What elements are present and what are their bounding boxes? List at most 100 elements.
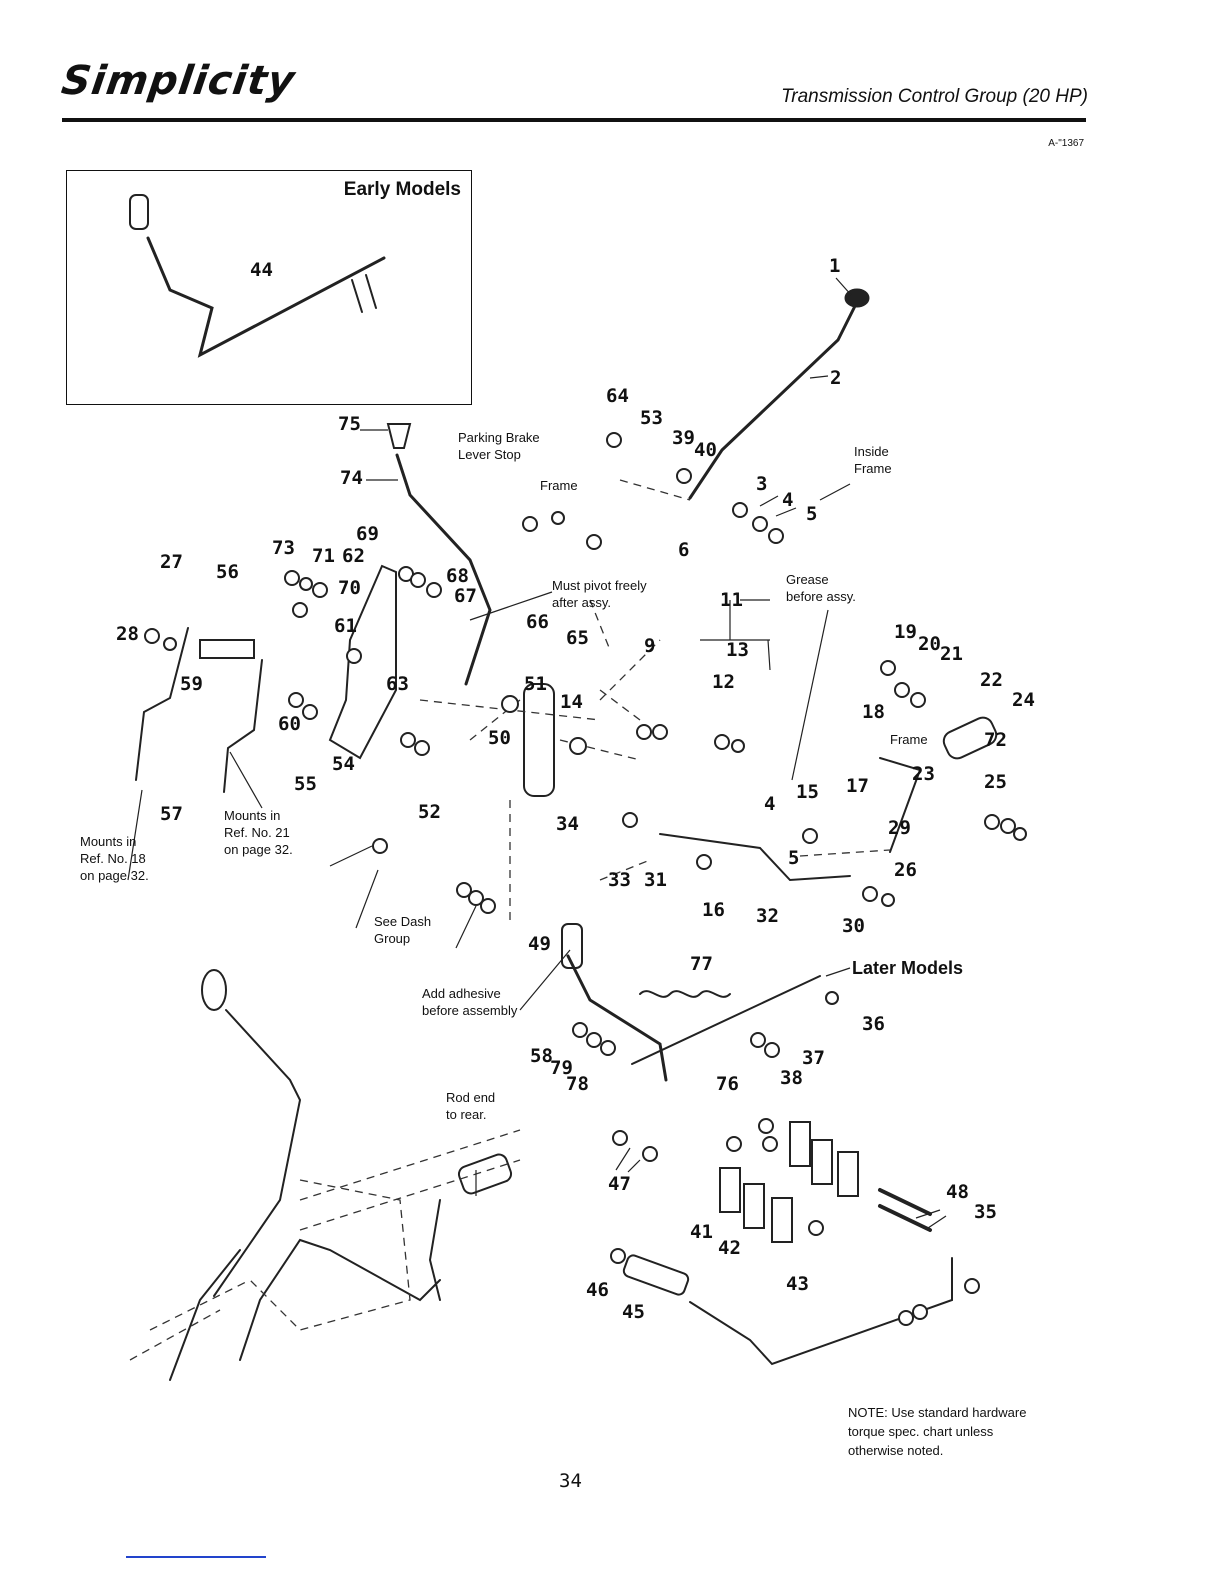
ref-label: 39 [672,427,695,449]
assembly-knob [201,969,227,1011]
ref-label: 30 [842,915,865,937]
ref-label: 17 [846,775,869,797]
pedal-35 [689,1257,953,1366]
ref-label: 4 [782,489,793,511]
ref-label: 74 [340,467,363,489]
ref-label: 58 [530,1045,553,1067]
ref-label: 1 [829,255,840,277]
ref-label: 47 [608,1173,631,1195]
ref-label: 5 [806,503,817,525]
figure-id: A-"1367 [1048,138,1084,149]
later-models-label: Later Models [852,958,964,978]
ref-label: 61 [334,615,357,637]
ref-label: 72 [984,729,1007,751]
page-title: Transmission Control Group (20 HP) [781,86,1088,107]
knob-75 [386,423,412,449]
ref-label: 24 [1012,689,1035,711]
ref-label: 26 [894,859,917,881]
ref-label: 25 [984,771,1007,793]
ref-label: 4 [764,793,775,815]
ref-label: 33 [608,869,631,891]
ref-label: 64 [606,385,629,407]
ref-label: 12 [712,671,735,693]
plate-50 [523,683,555,797]
frame-callout: Frame [540,478,578,493]
ref-label: 50 [488,727,511,749]
ref-label: 68 [446,565,469,587]
ref-label: 43 [786,1273,809,1295]
early-lever-knob [129,194,149,230]
see-dash-callout: See Dash Group [374,914,432,946]
ref-label: 55 [294,773,317,795]
ref-label: 31 [644,869,667,891]
ref-label: 41 [690,1221,713,1243]
damper-24 [942,716,998,760]
adhesive-callout: Add adhesive before assembly [422,986,518,1018]
ref-label: 20 [918,633,941,655]
torque-note: NOTE: Use standard hardware torque spec.… [848,1405,1027,1458]
ref-label: 75 [338,413,361,435]
ref-label: 52 [418,801,441,823]
ref-label: 5 [788,847,799,869]
ref-label: 46 [586,1279,609,1301]
ref-label: 57 [160,803,183,825]
ref-label: 51 [524,673,547,695]
ref-label: 36 [862,1013,885,1035]
ref-label: 63 [386,673,409,695]
ref-label: 23 [912,763,935,785]
parking-brake-callout: Parking Brake Lever Stop [458,430,540,462]
ref-label: 62 [342,545,365,567]
ref-label: 19 [894,621,917,643]
ref-label: 15 [796,781,819,803]
ref-label: 73 [272,537,295,559]
ref-label: 37 [802,1047,825,1069]
ref-label: 18 [862,701,885,723]
ref-label: 16 [702,899,725,921]
ref-label: 13 [726,639,749,661]
ref-label: 67 [454,585,477,607]
ref-label: 54 [332,753,355,775]
ref-label: 27 [160,551,183,573]
ref-label: 38 [780,1067,803,1089]
ref-label: 22 [980,669,1003,691]
ref-label: 2 [830,367,841,389]
grease-callout: Grease before assy. [786,572,856,604]
ref-label: 79 [550,1057,573,1079]
header-rule [62,118,1086,122]
ref-label: 53 [640,407,663,429]
frame-callout: Frame [890,732,928,747]
ref-label: 70 [338,577,361,599]
ref-label: 48 [946,1181,969,1203]
ref-label: 34 [556,813,579,835]
plate-59 [199,639,255,659]
footer-link-underline[interactable] [126,1556,266,1558]
inside-frame-callout: Inside Frame [854,444,892,476]
ref-label: 69 [356,523,379,545]
early-models-inset: Early Models [66,170,472,405]
sleeve-49 [561,923,583,969]
ref-label: 78 [566,1073,589,1095]
ref-label: 77 [690,953,713,975]
ref-label: 9 [644,635,655,657]
ref-label: 65 [566,627,589,649]
ref-label: 59 [180,673,203,695]
ref-label: 3 [756,473,767,495]
ref-label: 45 [622,1301,645,1323]
ref-label: 76 [716,1073,739,1095]
ref-label: 71 [312,545,335,567]
ref-label: 44 [250,259,273,281]
pivot-callout: Must pivot freely after assy. [552,578,647,610]
ref-label: 35 [974,1201,997,1223]
ref-label: 66 [526,611,549,633]
ref-label: 21 [940,643,963,665]
ref-label: 56 [216,561,239,583]
page-number: 34 [559,1470,582,1492]
ref-label: 49 [528,933,551,955]
ref-label: 6 [678,539,689,561]
ref-label: 29 [888,817,911,839]
ref-label: 60 [278,713,301,735]
ref-label: 40 [694,439,717,461]
shift-knob-1 [844,288,870,308]
ref-label: 28 [116,623,139,645]
mounts-18-callout: Mounts in Ref. No. 18 on page 32. [80,834,149,883]
